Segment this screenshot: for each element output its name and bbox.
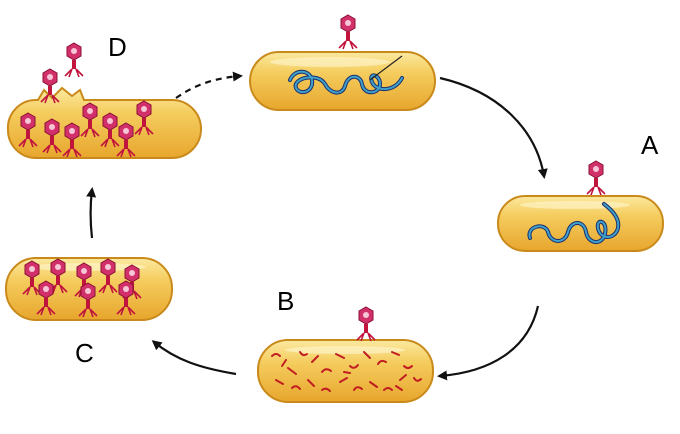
phage-icon: [338, 14, 358, 50]
label-c: C: [75, 338, 94, 368]
cell-c: [5, 257, 173, 321]
cell-b: [257, 306, 434, 403]
cell-d: [6, 42, 202, 159]
arrow-b-to-c: [151, 340, 237, 376]
cell-a: [497, 160, 664, 252]
arrow-c-to-d: [86, 187, 97, 239]
dna-fragments: [271, 351, 422, 392]
cycle-arrows: [86, 71, 548, 381]
phage-icon: [356, 306, 376, 342]
arrow-d-to-top: [175, 71, 243, 99]
phage-icon: [586, 160, 606, 196]
arrow-a-to-b: [437, 305, 540, 381]
label-a: A: [641, 130, 659, 160]
cell-injection: [249, 14, 436, 111]
label-b: B: [277, 286, 295, 316]
arrow-top-to-a: [439, 76, 548, 179]
label-d: D: [108, 32, 127, 62]
